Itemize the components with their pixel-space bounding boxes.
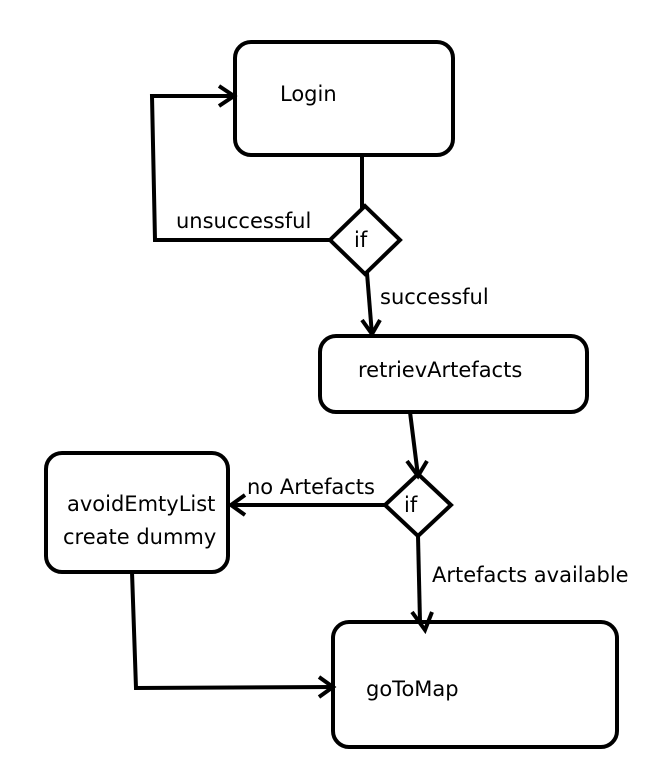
arrowhead-retrieve-to-if: [405, 459, 429, 480]
edge-unsuccessful-loop: [149, 94, 331, 242]
edge-successful: [365, 272, 374, 336]
create-dummy-label: create dummy: [63, 525, 216, 549]
artefacts-available-label: Artefacts available: [432, 563, 629, 587]
if-artefacts-diamond: [382, 471, 454, 539]
retrieve-artefacts-box: [318, 334, 589, 414]
edge-avoid-to-gotomap: [130, 571, 334, 691]
goto-map-label: goToMap: [366, 677, 459, 701]
goto-map-box: [331, 620, 619, 749]
retrieve-artefacts-label: retrievArtefacts: [358, 358, 522, 382]
login-box: [233, 40, 455, 157]
login-label: Login: [280, 82, 337, 106]
edge-retrieve-to-if: [408, 411, 420, 477]
successful-label: successful: [380, 285, 489, 309]
if-login-label: if: [354, 228, 368, 252]
arrowhead-unsuccessful: [217, 84, 238, 108]
arrowhead-avoid-to-gotomap: [317, 675, 337, 699]
arrowhead-successful: [360, 318, 382, 338]
if-artefacts-label: if: [404, 493, 418, 517]
if-login-diamond: [327, 203, 403, 277]
edge-artefacts-available: [416, 535, 422, 623]
unsuccessful-label: unsuccessful: [176, 209, 311, 233]
arrowhead-artefacts-available: [410, 610, 434, 635]
avoid-empty-list-label: avoidEmtyList: [67, 492, 215, 516]
avoid-empty-list-box: [44, 451, 230, 574]
arrowhead-no-artefacts: [227, 493, 247, 517]
no-artefacts-label: no Artefacts: [247, 475, 375, 499]
